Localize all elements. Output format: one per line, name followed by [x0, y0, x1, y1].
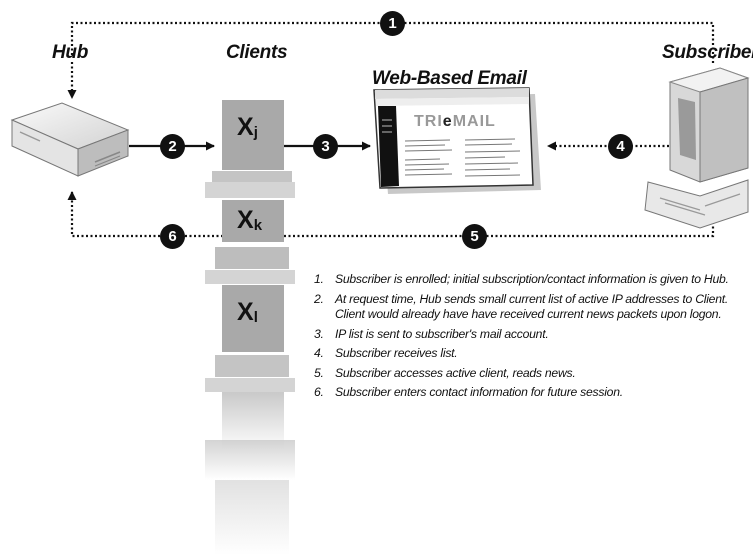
subscriber-computer [644, 67, 750, 229]
steps-list: 1.Subscriber is enrolled; initial subscr… [314, 272, 753, 405]
web-email-label: Web-Based Email [372, 68, 527, 89]
client-j-label: Xj [237, 113, 258, 141]
step-item: 2.At request time, Hub sends small curre… [314, 291, 728, 322]
step-item: 5.Subscriber accesses active client, rea… [314, 365, 576, 380]
hub-device [10, 102, 130, 177]
step-marker-2: 2 [160, 134, 185, 159]
step-item: 1.Subscriber is enrolled; initial subscr… [314, 272, 729, 286]
hub-label: Hub [52, 42, 89, 63]
loop-line-bottom [67, 191, 715, 238]
step-item: 4.Subscriber receives list. [314, 346, 458, 360]
step-marker-5: 5 [462, 224, 487, 249]
step-marker-3: 3 [313, 134, 338, 159]
client-machines [205, 100, 295, 555]
step-marker-1: 1 [380, 11, 405, 36]
step-marker-4: 4 [608, 134, 633, 159]
client-l-label: Xl [237, 298, 258, 326]
email-screen-title: TRIeMAIL [414, 113, 496, 130]
step-item: 3.IP list is sent to subscriber's mail a… [314, 326, 549, 341]
email-browser-window [373, 87, 541, 194]
step-item: 6.Subscriber enters contact information … [314, 385, 623, 399]
subscriber-label: Subscriber [662, 42, 753, 63]
step-marker-6: 6 [160, 224, 185, 249]
clients-label: Clients [226, 42, 288, 63]
client-k-label: Xk [237, 206, 263, 234]
